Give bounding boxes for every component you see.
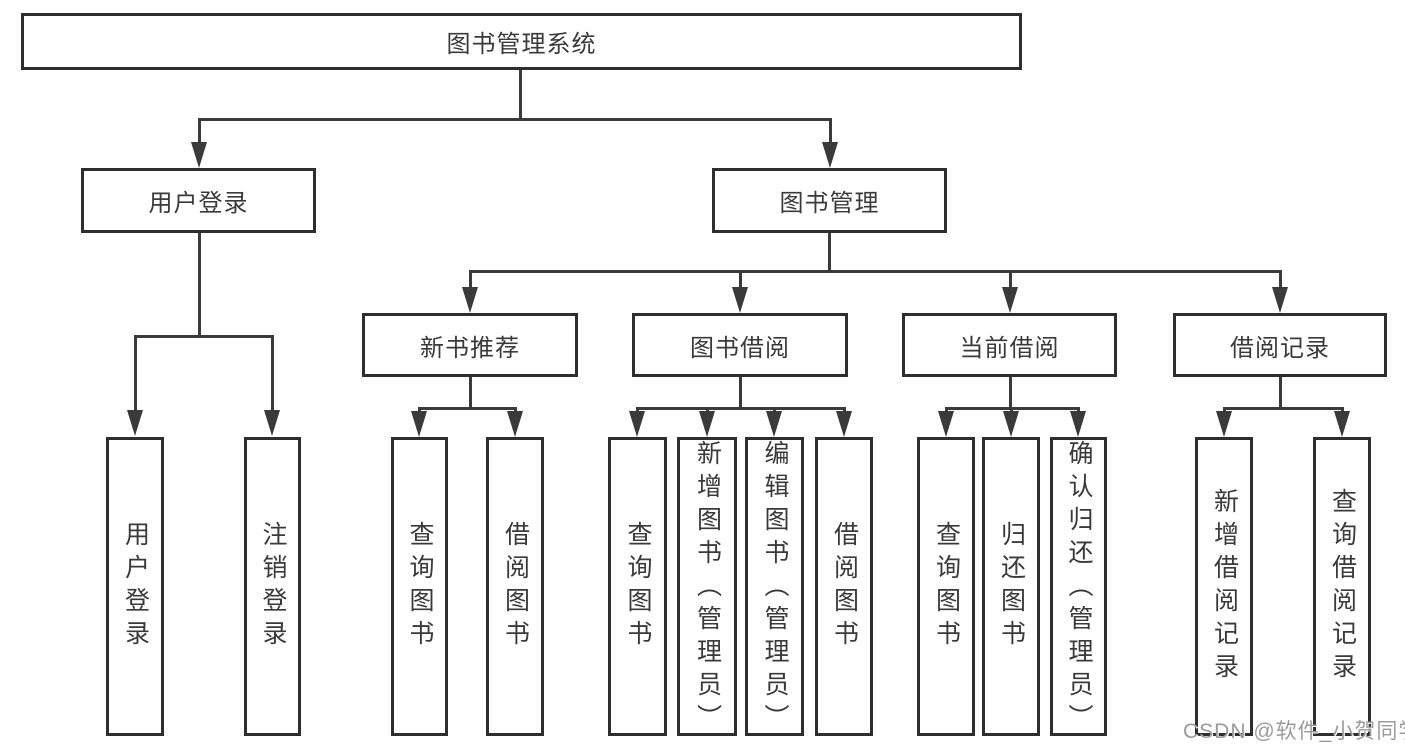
arrowhead-borrow-record <box>1272 287 1288 313</box>
connector-drop-new-book-rec <box>469 270 472 290</box>
arrowhead-new-book-rec <box>462 287 478 313</box>
connector-book-borrow-stem <box>739 377 742 407</box>
connector-drop-book-borrow <box>739 270 742 290</box>
connector-drop-book-mgmt <box>829 118 832 146</box>
node-user-login: 用户登录 <box>81 168 316 233</box>
arrowhead-bb-query <box>629 411 645 437</box>
node-borrow-record: 借阅记录 <box>1173 313 1387 377</box>
node-leaf-user-login: 用户登录 <box>106 437 164 736</box>
node-leaf-nbr-query-book: 查询图书 <box>391 437 448 736</box>
watermark: CSDN @软件_小贺同学 <box>1183 720 1405 743</box>
node-new-book-rec: 新书推荐 <box>362 313 578 377</box>
node-book-mgmt: 图书管理 <box>712 168 947 233</box>
arrowhead-cb-confirm <box>1070 411 1086 437</box>
node-leaf-bb-edit-book: 编辑图书（管理员） <box>745 437 804 737</box>
connector-drop-borrow-record <box>1279 270 1282 290</box>
node-leaf-bb-borrow-book: 借阅图书 <box>815 437 873 736</box>
connector-borrow-record-stem <box>1279 377 1282 407</box>
node-leaf-cb-confirm-return: 确认归还（管理员） <box>1050 437 1107 737</box>
node-leaf-cb-query-book: 查询图书 <box>917 437 975 736</box>
arrowhead-bb-add <box>699 411 715 437</box>
arrowhead-logout <box>264 410 280 436</box>
connector-drop-current-borrow <box>1009 270 1012 290</box>
node-leaf-br-query-record: 查询借阅记录 <box>1313 437 1371 736</box>
connector-book-borrow-bar <box>636 407 846 410</box>
arrowhead-book-borrow <box>732 287 748 313</box>
node-leaf-nbr-borrow-book: 借阅图书 <box>486 437 544 736</box>
connector-current-borrow-stem <box>1009 377 1012 407</box>
arrowhead-bb-borrow <box>836 411 852 437</box>
node-leaf-bb-add-book: 新增图书（管理员） <box>677 437 737 737</box>
arrowhead-nbr-query <box>411 411 427 437</box>
connector-new-book-rec-stem <box>469 377 472 407</box>
connector-user-login-stem <box>198 233 201 335</box>
connector-new-book-rec-bar <box>418 407 517 410</box>
connector-book-mgmt-stem <box>828 233 831 270</box>
node-current-borrow: 当前借阅 <box>902 313 1117 377</box>
arrowhead-user-login <box>191 142 207 168</box>
node-leaf-br-add-record: 新增借阅记录 <box>1195 437 1253 736</box>
arrowhead-current-borrow <box>1002 287 1018 313</box>
connector-level3-bar <box>469 270 1282 273</box>
connector-user-login-bar <box>134 335 274 338</box>
connector-drop-logout <box>271 335 274 412</box>
arrowhead-bb-edit <box>766 411 782 437</box>
arrowhead-nbr-borrow <box>507 411 523 437</box>
node-leaf-logout: 注销登录 <box>244 437 301 736</box>
arrowhead-br-query <box>1334 411 1350 437</box>
connector-root-stem <box>519 69 522 118</box>
connector-drop-login <box>134 335 137 412</box>
connector-borrow-record-bar <box>1223 407 1344 410</box>
node-leaf-cb-return-book: 归还图书 <box>982 437 1040 736</box>
node-root: 图书管理系统 <box>21 13 1022 70</box>
arrowhead-cb-query <box>938 411 954 437</box>
connector-level2-bar <box>198 118 831 121</box>
arrowhead-br-add <box>1216 411 1232 437</box>
arrowhead-login <box>127 410 143 436</box>
node-book-borrow: 图书借阅 <box>632 313 848 377</box>
arrowhead-cb-return <box>1003 411 1019 437</box>
connector-drop-user-login <box>198 118 201 146</box>
arrowhead-book-mgmt <box>822 142 838 168</box>
node-leaf-bb-query-book: 查询图书 <box>608 437 667 736</box>
